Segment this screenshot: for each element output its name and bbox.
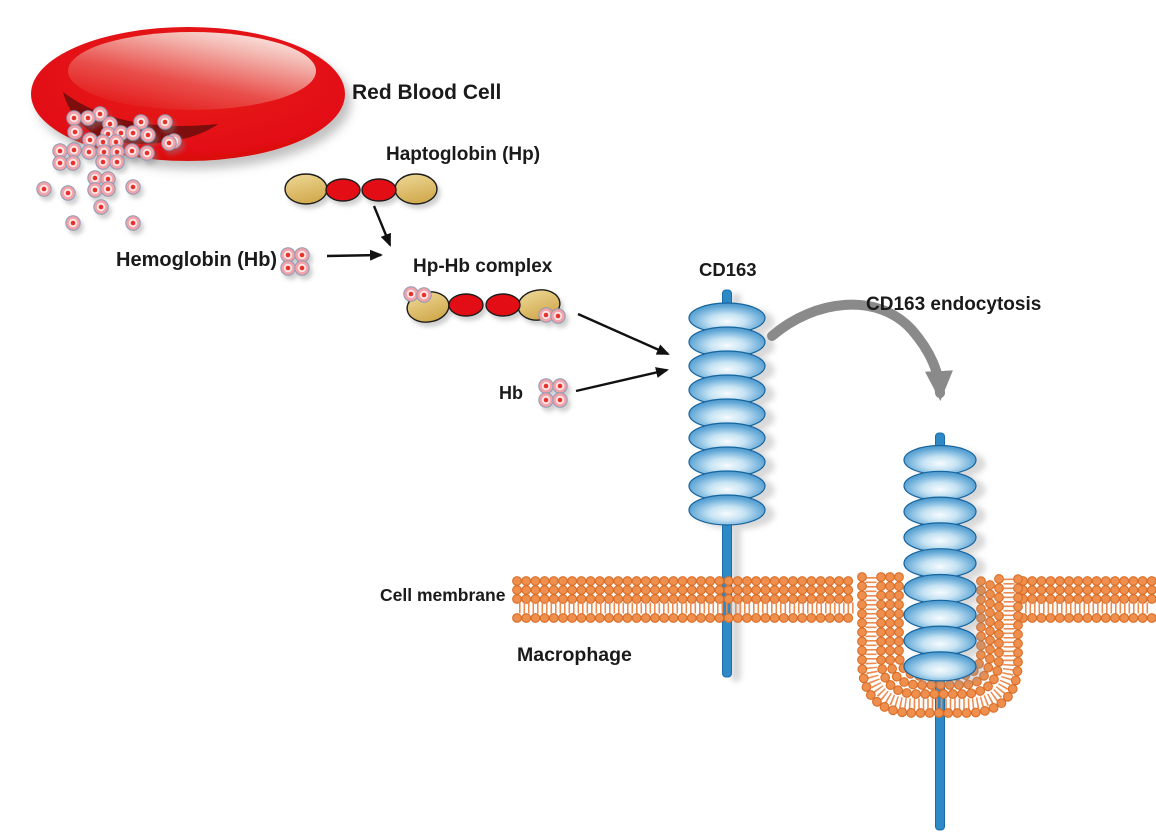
hb-subunit	[95, 154, 111, 170]
hb-subunit	[93, 199, 109, 215]
reaction-arrows	[326, 205, 670, 393]
hb-subunit	[161, 135, 177, 151]
hb-subunit	[100, 181, 116, 197]
hb-subunit	[80, 110, 96, 126]
hb-subunit	[280, 247, 296, 263]
label-cd163: CD163	[699, 259, 757, 280]
hp-red-domain	[325, 178, 361, 202]
label-haptoglobin: Haptoglobin (Hp)	[386, 144, 540, 165]
hb-subunit	[67, 124, 83, 140]
hb-subunit	[125, 125, 141, 141]
hb-subunit	[65, 215, 81, 231]
scr-domain	[903, 548, 977, 579]
hp-hb-complex-molecule	[403, 286, 566, 324]
scr-domain	[688, 494, 766, 526]
hb-subunit	[124, 143, 140, 159]
hb-subunit	[66, 110, 82, 126]
hb-subunit	[36, 181, 52, 197]
cd163-receptor-surface	[688, 289, 766, 678]
hb-subunit	[157, 114, 173, 130]
label-hb: Hb	[499, 383, 523, 403]
hb-subunit	[139, 145, 155, 161]
scr-domain	[903, 625, 977, 656]
red-blood-cell	[31, 27, 345, 161]
cd163-receptor-internalized	[903, 444, 977, 682]
hp-red-domain	[485, 293, 521, 317]
hb-subunit	[294, 260, 310, 276]
hb-subunit	[81, 144, 97, 160]
arrow-hb-to-receptor	[575, 367, 669, 393]
scr-domain	[903, 444, 977, 476]
scr-domain	[903, 651, 977, 682]
hb-subunit	[125, 215, 141, 231]
receptor-2-domain-stack	[903, 444, 977, 682]
scr-domain	[903, 522, 977, 553]
receptor-1-domain-stack	[688, 302, 766, 526]
hb-subunit	[65, 155, 81, 171]
haptoglobin-molecule	[284, 173, 438, 205]
hb-subunit	[294, 247, 310, 263]
label-red-blood-cell: Red Blood Cell	[352, 81, 501, 104]
scr-domain	[903, 496, 977, 527]
endocytosis-arrow	[767, 299, 953, 401]
hp-tan-domain	[284, 173, 328, 205]
hb-subunit	[538, 378, 554, 394]
arrow-hb-to-complex	[326, 249, 383, 261]
hb-subunit	[416, 287, 432, 303]
label-macrophage: Macrophage	[517, 644, 632, 666]
hb-subunit	[87, 182, 103, 198]
hp-tan-domain	[394, 173, 438, 205]
hb-subunit	[538, 392, 554, 408]
label-hp-hb-complex: Hp-Hb complex	[413, 256, 553, 277]
hemoglobin-tetramer-labeled	[538, 378, 568, 408]
hp-red-domain	[448, 293, 484, 317]
scr-domain	[903, 470, 977, 501]
hb-subunit	[140, 127, 156, 143]
hb-subunit	[66, 142, 82, 158]
hemoglobin-tetramer-free	[280, 247, 310, 276]
hb-subunit	[52, 155, 68, 171]
hb-subunit	[109, 154, 125, 170]
hb-subunit	[552, 392, 568, 408]
hb-subunit	[125, 179, 141, 195]
label-cd163-endocytosis: CD163 endocytosis	[866, 294, 1041, 315]
label-cell-membrane: Cell membrane	[380, 585, 506, 605]
label-hemoglobin: Hemoglobin (Hb)	[116, 249, 277, 271]
hb-subunit	[550, 308, 566, 324]
hb-subunit	[552, 378, 568, 394]
arrow-hp-to-complex	[372, 205, 392, 247]
scr-domain	[903, 573, 977, 605]
arrow-complex-to-receptor	[577, 312, 670, 356]
hb-subunit	[280, 260, 296, 276]
hp-red-domain	[361, 178, 397, 202]
rbc-top-surface	[68, 32, 316, 110]
scr-domain	[903, 599, 977, 630]
hb-subunit	[403, 286, 419, 302]
hb-subunit	[60, 185, 76, 201]
